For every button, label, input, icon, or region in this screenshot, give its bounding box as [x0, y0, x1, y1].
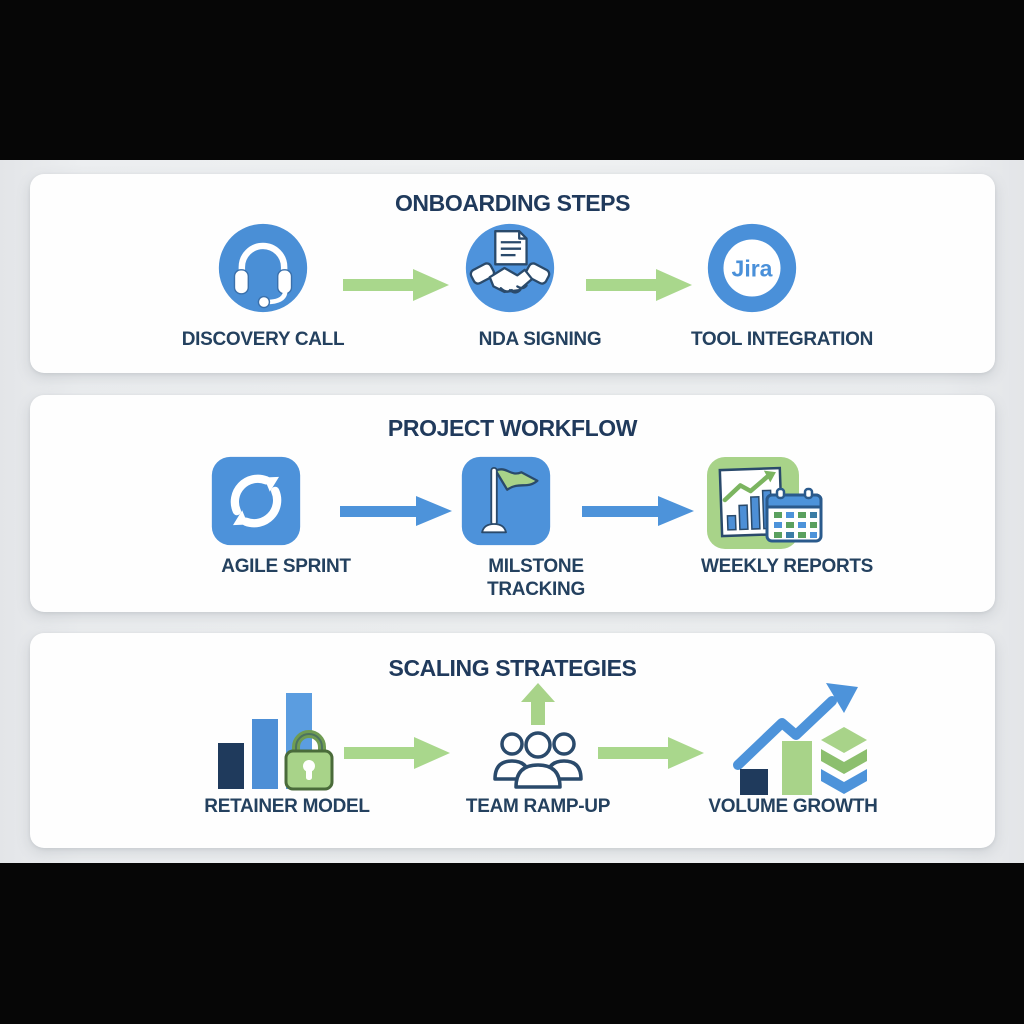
- nda-handshake-icon: [464, 222, 556, 314]
- panel-onboarding: ONBOARDING STEPS DISCOVERY CALL: [30, 174, 995, 373]
- flag-icon: [460, 455, 552, 547]
- arrow-right-icon: [586, 267, 692, 303]
- infographic-stage: ONBOARDING STEPS DISCOVERY CALL: [0, 160, 1024, 863]
- step-label: TEAM RAMP-UP: [465, 796, 611, 817]
- arrow-right-icon: [598, 735, 704, 771]
- panel-title: PROJECT WORKFLOW: [387, 415, 638, 441]
- step-label: DISCOVERY CALL: [181, 329, 345, 350]
- arrow-right-icon: [343, 267, 449, 303]
- arrow-right-icon: [340, 493, 452, 529]
- step-label: MILSTONE TRACKING: [487, 556, 585, 600]
- jira-badge-text: Jira: [732, 255, 773, 281]
- step-label: VOLUME GROWTH: [708, 796, 878, 817]
- arrow-right-icon: [582, 493, 694, 529]
- panel-title: SCALING STRATEGIES: [388, 655, 637, 681]
- step-label: RETAINER MODEL: [204, 796, 370, 817]
- growth-trend-icon: [730, 677, 870, 797]
- step-label: WEEKLY REPORTS: [700, 556, 874, 577]
- sync-arrows-icon: [210, 455, 302, 547]
- panel-title: ONBOARDING STEPS: [394, 190, 631, 216]
- arrow-right-icon: [344, 735, 450, 771]
- panel-project-workflow: PROJECT WORKFLOW AGILE SPRINT: [30, 395, 995, 612]
- chart-calendar-icon: [705, 455, 825, 555]
- step-label: TOOL INTEGRATION: [690, 329, 874, 350]
- team-up-arrow-icon: [485, 683, 591, 793]
- bars-lock-icon: [208, 685, 348, 793]
- headset-icon: [217, 222, 309, 314]
- step-label: AGILE SPRINT: [221, 556, 351, 577]
- jira-ring-icon: Jira: [706, 222, 798, 314]
- panel-scaling-strategies: SCALING STRATEGIES RETAINER MODEL: [30, 633, 995, 848]
- step-label: NDA SIGNING: [478, 329, 602, 350]
